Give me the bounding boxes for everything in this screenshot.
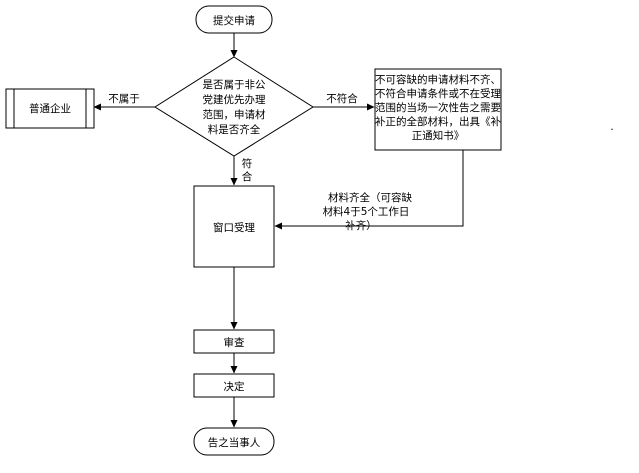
decision-node-line-2: 党建优先办理 xyxy=(203,93,266,106)
notice-node-line-1: 不可容缺的申请材料不齐、 xyxy=(375,73,501,86)
edge-label-complete-2: 材料4于5个工作日 xyxy=(323,205,410,218)
edge-notice-to-accept xyxy=(274,150,464,230)
notice-node: 不可容缺的申请材料不齐、 不符合申请条件或不在受理 范围的当场一次性告之需要 补… xyxy=(374,68,502,151)
notice-node-line-5: 正通知书》 xyxy=(412,129,465,142)
start-node-label: 提交申请 xyxy=(213,14,255,27)
inform-node: 告之当事人 xyxy=(193,427,275,456)
decision-node-line-3: 范围，申请材 xyxy=(203,108,266,121)
notice-node-line-4: 补正的全部材料，出具《补 xyxy=(375,115,501,128)
normal-enterprise-node: 普通企业 xyxy=(5,88,95,129)
notice-node-line-2: 不符合申请条件或不在受理 xyxy=(375,87,501,100)
accept-node-label: 窗口受理 xyxy=(213,221,255,234)
review-node-label: 审查 xyxy=(224,336,245,349)
edge-label-not-belong: 不属于 xyxy=(108,93,140,105)
edge-label-not-comply: 不符合 xyxy=(326,92,358,105)
inform-node-label: 告之当事人 xyxy=(208,436,261,449)
edge-label-comply-2: 合 xyxy=(242,170,253,183)
decision-node: 是否属于非公 党建优先办理 范围，申请材 料是否齐全 xyxy=(154,56,314,157)
accept-node: 窗口受理 xyxy=(193,185,275,268)
stray-mark: . xyxy=(610,121,613,133)
edge-label-comply-1: 符 xyxy=(242,157,253,170)
decision-node-line-4: 料是否齐全 xyxy=(208,123,261,136)
decide-node-label: 决定 xyxy=(224,380,245,393)
normal-enterprise-label: 普通企业 xyxy=(29,102,71,115)
edge-label-complete-3: 补齐） xyxy=(345,219,377,232)
notice-node-line-3: 范围的当场一次性告之需要 xyxy=(375,101,501,114)
decision-node-line-1: 是否属于非公 xyxy=(203,79,266,91)
edge-label-complete-1: 材料齐全（可容缺 xyxy=(328,191,412,204)
decide-node: 决定 xyxy=(193,373,275,398)
start-node: 提交申请 xyxy=(195,5,273,34)
review-node: 审查 xyxy=(193,329,275,354)
